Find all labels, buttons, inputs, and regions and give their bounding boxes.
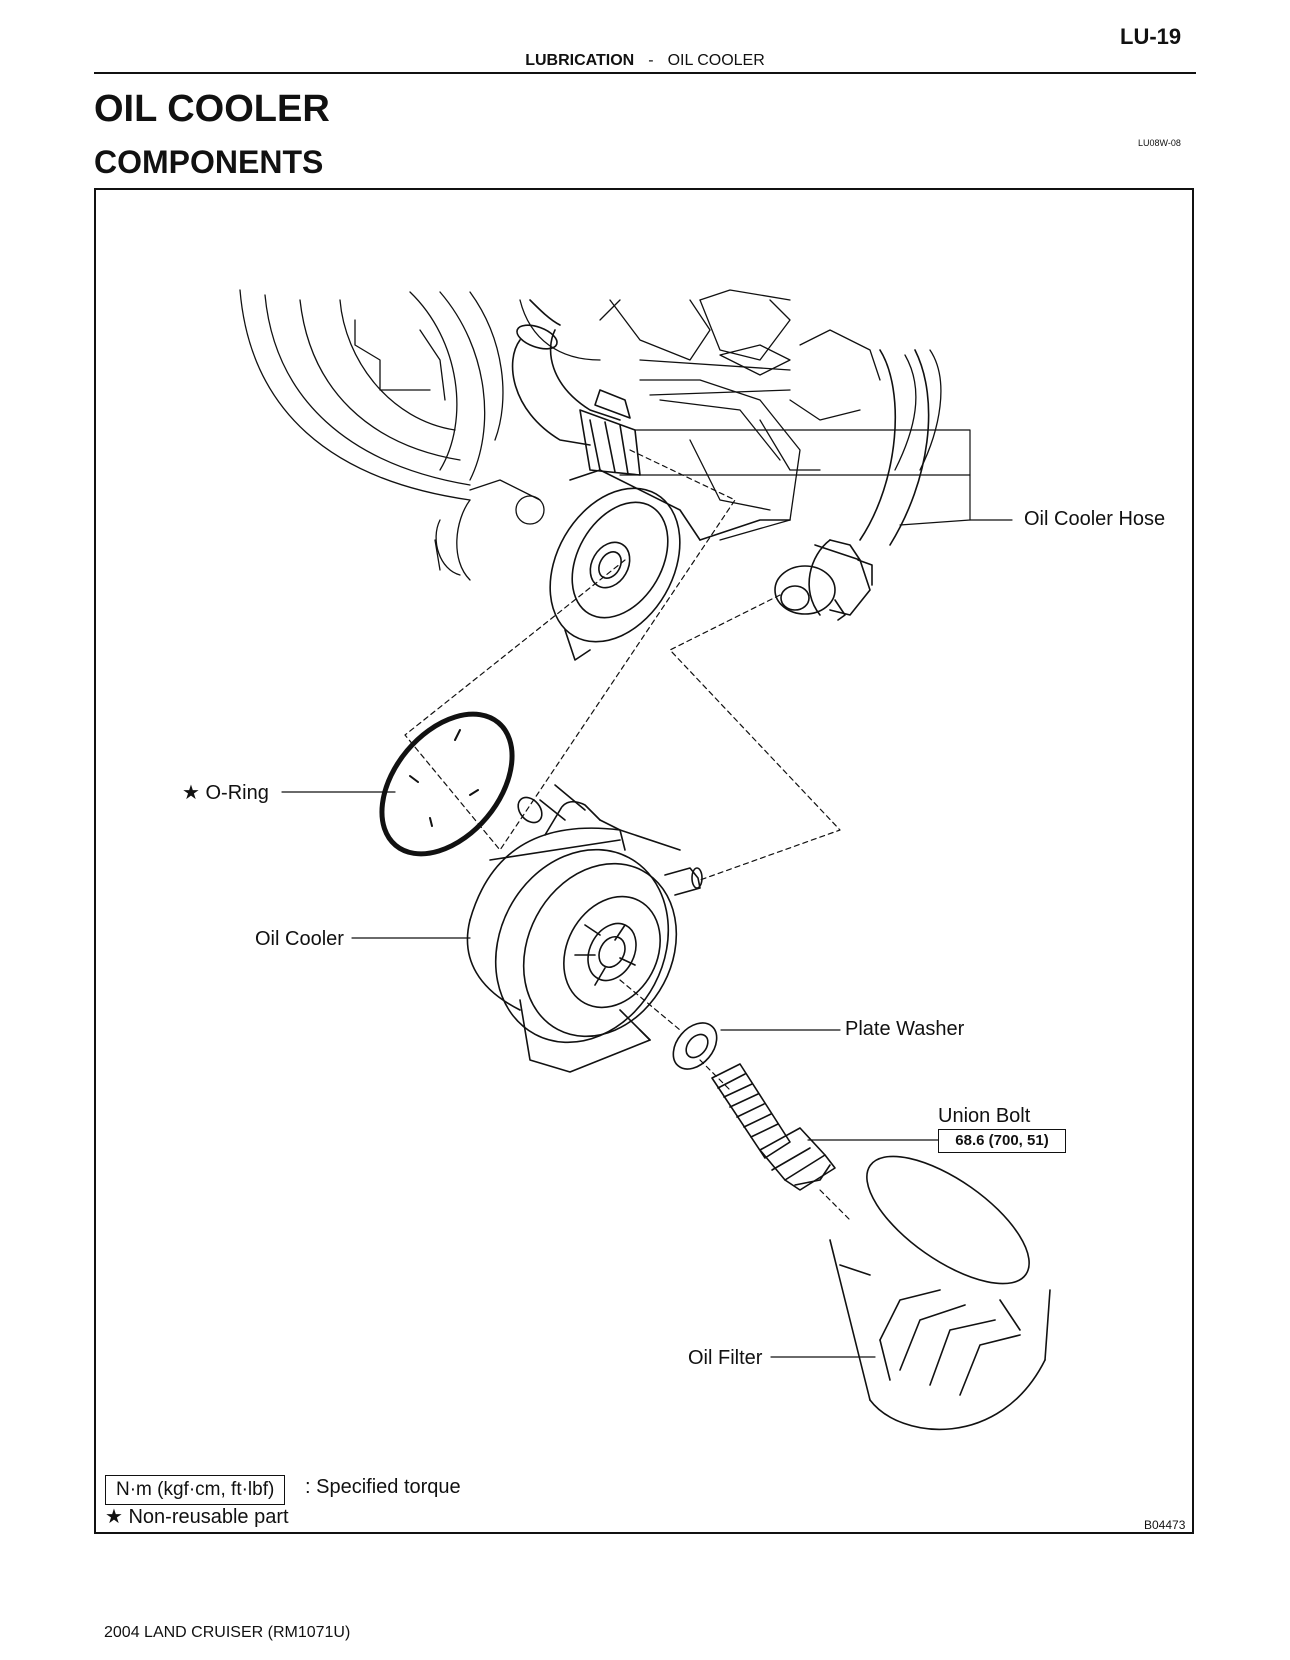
- header-separator: -: [648, 52, 654, 69]
- label-oil-filter: Oil Filter: [688, 1347, 763, 1369]
- oil-filter-drawing: [829, 1155, 1051, 1431]
- header-rule: [94, 72, 1196, 74]
- document-code: LU08W-08: [1138, 138, 1181, 148]
- label-oil-cooler-hose: Oil Cooler Hose: [1024, 508, 1166, 530]
- engine-block-drawing: [239, 289, 942, 581]
- union-bolt-drawing: [711, 1063, 836, 1191]
- oil-cooler-hose-drawing: [511, 299, 930, 621]
- leader-lines: [281, 429, 1013, 1358]
- header-subsection: OIL COOLER: [667, 52, 765, 69]
- page-subtitle: COMPONENTS: [94, 144, 324, 180]
- page-footer: 2004 LAND CRUISER (RM1071U): [104, 1624, 351, 1641]
- page-number: LU-19: [1120, 24, 1182, 49]
- running-header: LUBRICATION-OIL COOLER: [0, 52, 1290, 70]
- cooler-bracket-drawing: [549, 469, 791, 661]
- oil-cooler-drawing: [466, 784, 703, 1073]
- header-section: LUBRICATION: [525, 52, 635, 69]
- page-title: OIL COOLER: [94, 88, 330, 130]
- legend-torque-description: : Specified torque: [305, 1476, 461, 1498]
- label-union-bolt: Union Bolt: [938, 1105, 1031, 1127]
- plate-washer-drawing: [672, 1022, 718, 1070]
- label-oil-cooler: Oil Cooler: [255, 928, 344, 950]
- legend-non-reusable: ★ Non-reusable part: [105, 1506, 289, 1528]
- label-o-ring: ★ O-Ring: [182, 782, 269, 804]
- components-figure-frame: [94, 188, 1194, 1534]
- o-ring-drawing: [379, 711, 515, 857]
- label-plate-washer: Plate Washer: [845, 1018, 965, 1040]
- figure-code: B04473: [1144, 1518, 1186, 1532]
- legend-torque-unit: N·m (kgf·cm, ft·lbf): [105, 1475, 286, 1505]
- union-bolt-torque-value: 68.6 (700, 51): [938, 1129, 1066, 1153]
